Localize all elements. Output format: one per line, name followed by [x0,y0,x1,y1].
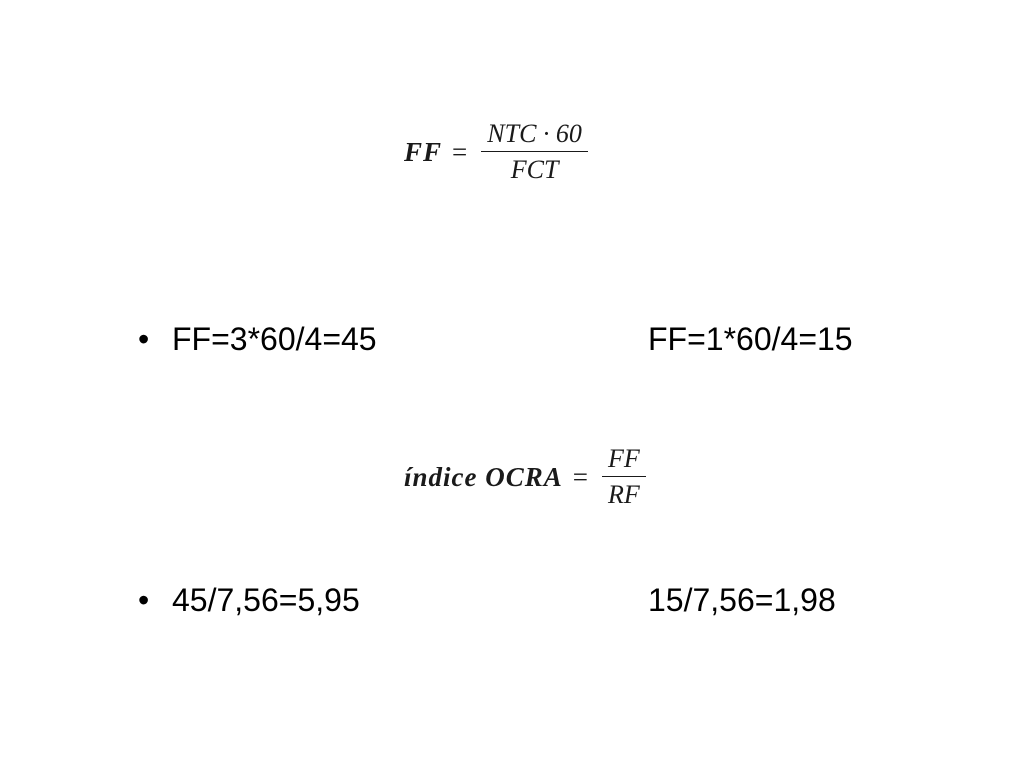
bullet-item-ff-calculations: • FF=3*60/4=45 FF=1*60/4=15 [138,314,998,364]
ocra-formula-numerator: FF [608,443,640,473]
ff-formula-equals: = [452,136,468,167]
ff-calculation-left: FF=3*60/4=45 [172,320,377,357]
ocra-formula-equals: = [572,461,588,492]
ff-calculation-right: FF=1*60/4=15 [648,320,853,357]
ff-formula-fraction-bar [481,150,588,153]
ff-formula-denominator: FCT [510,155,559,185]
ff-formula-lhs: FF [404,136,443,167]
ocra-formula-lhs: índice OCRA [404,461,563,492]
ff-formula: FF = NTC · 60 FCT [404,115,588,189]
ff-formula-fraction: NTC · 60 FCT [481,118,588,187]
ff-formula-numerator: NTC · 60 [487,118,582,148]
bullet-item-ocra-calculations: • 45/7,56=5,95 15/7,56=1,98 [138,575,998,625]
ocra-formula-denominator: RF [608,480,640,510]
ocra-formula: índice OCRA = FF RF [404,440,646,514]
ocra-formula-fraction: FF RF [602,443,646,512]
ocra-calculation-left: 45/7,56=5,95 [172,581,360,618]
bullet-dot: • [138,320,150,357]
bullet-dot: • [138,581,150,618]
ocra-formula-fraction-bar [602,475,646,478]
ocra-calculation-right: 15/7,56=1,98 [648,581,836,618]
